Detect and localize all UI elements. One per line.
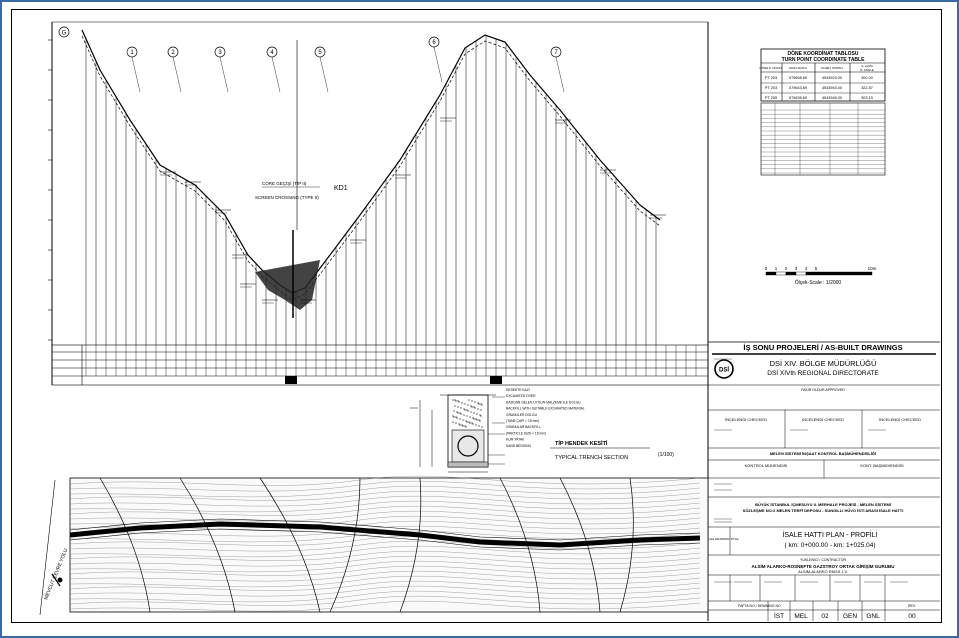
trench-legend-item: EXCAVATED OVER — [506, 394, 536, 398]
km-range: ( km: 0+000.00 - km: 1+025.04) — [784, 542, 875, 549]
dsi-directorate-en: DSİ XIVth REGIONAL DIRECTORATE — [767, 368, 879, 377]
station-circle-number: 7 — [554, 50, 558, 56]
trench-legend-item: (TANE ÇAPI < 15 mm) — [506, 419, 539, 423]
station-circle-number: 4 — [270, 50, 274, 56]
plan-road-label: MEVCUT ÇEVRE YOLU — [43, 548, 69, 601]
trench-legend-item: SAND BEDDING — [506, 444, 532, 448]
trench-drawing — [410, 394, 505, 473]
left-marker-label: G — [62, 31, 67, 37]
ground-line — [81, 29, 661, 294]
scale-tick-label: 2 — [785, 266, 788, 271]
drawing-no-3: 02 — [821, 613, 829, 620]
trench-title-tr: TİP HENDEK KESİTİ — [555, 440, 608, 447]
pipeline-route — [69, 521, 701, 548]
scale-label: Ölçek-Scale : 1/2000 — [795, 279, 842, 286]
coord-cell: 300.00 — [861, 76, 873, 80]
trench-legend-item: (PARTICLE SIZE < 15 mm) — [506, 431, 546, 435]
rev-label: REV. — [908, 604, 916, 608]
trench-legend-item: DESEKTE KAZI — [506, 388, 530, 392]
trench-title-en: TYPICAL TRENCH SECTION — [555, 455, 628, 461]
approved-label: FAKİR OLDUR APPROVED — [801, 387, 845, 392]
station-circle-number: 6 — [432, 40, 436, 46]
station-circle-number: 5 — [318, 50, 322, 56]
station-table — [760, 102, 886, 176]
trench-scale: (1/100) — [658, 452, 674, 458]
project-description-2: SÖZLEŞME NO:2 MELEN TERFİ DEPOSU - SUNGI… — [743, 508, 904, 513]
contractor-name-en: ALSIM-ALARKO RNGS J.V. — [798, 569, 848, 574]
drawing-no-2: MEL — [794, 613, 808, 620]
scale-bar: 0 1 2 3 4 5 10m Ölçek-Scale : 1/2000 — [765, 266, 877, 286]
trench-legend-item: KAZIDAN GELEN UYGUN MALZEME İLE DOLGU — [506, 399, 581, 404]
station-circle-number: 2 — [171, 50, 175, 56]
coord-cell: 4543923.00 — [822, 76, 842, 80]
drawing-title: İSALE HATTI PLAN - PROFİLİ — [782, 530, 877, 539]
trench-legend-item: BACKFILL WITH SUITABLE EXCAVATED MATERIA… — [506, 407, 585, 411]
control-engineer: KONTROL MÜHENDİSİ — [745, 463, 788, 468]
coord-cell: 579658.69 — [789, 76, 807, 80]
scale-tick-label: 3 — [795, 266, 798, 271]
station-circle-number: 3 — [218, 50, 222, 56]
drawing-no-5: GNL — [866, 613, 880, 620]
core-crossing-label: CORE GEÇİŞİ (TİP II) — [262, 180, 307, 186]
coord-header-angle-en: D. ANGLE — [860, 68, 874, 72]
coord-header-north: KUZEY NORTH — [821, 66, 842, 70]
dsi-logo: DSİ — [714, 359, 734, 379]
control-department: MELEN SİSTEMİ İNŞAAT KONTROL BAŞMÜHENDİS… — [770, 451, 876, 456]
north-arrow — [51, 573, 63, 587]
valley-crossing-detail — [255, 260, 320, 310]
turn-point-coordinate-table: DÖNE KOORDİNAT TABLOSU TURN POINT COORDI… — [760, 48, 886, 102]
station-circle-number: 1 — [130, 50, 134, 56]
coord-table-title-en: TURN POINT COORDINATE TABLE — [782, 57, 866, 63]
title-block — [707, 22, 940, 621]
drawing-no-label: PAFTA NO / DRAWING NO — [738, 604, 781, 608]
title-block-text: İŞ SONU PROJELERİ / AS-BUILT DRAWINGS DS… — [700, 343, 936, 620]
checked-label-3: İNCELENDİ CHECKED — [879, 417, 921, 422]
scale-tick-label: 5 — [815, 266, 818, 271]
coord-cell: PT 203 — [765, 76, 777, 80]
scale-tick-label: 0 — [765, 266, 768, 271]
pipe-line — [81, 35, 661, 301]
coord-header-point: DÖNE P. NOKTA — [760, 66, 783, 70]
coord-header-east: SAĞA DOĞU — [789, 65, 807, 70]
scale-tick-label: 1 — [775, 266, 778, 271]
checked-label-2: İNCELENDİ CHECKED — [802, 417, 844, 422]
drawing-no-1: İST — [774, 611, 784, 620]
chief-engineer: KONT. BAŞMÜHENDİSİ — [860, 463, 903, 468]
coord-cell: 303.15 — [861, 96, 873, 100]
trench-legend-item: GRANULAR BACKFILL — [506, 425, 541, 429]
scale-tick-label: 10m — [868, 266, 877, 271]
contractor-label: YÜKLENİCİ / CONTRACTOR — [800, 557, 846, 562]
checked-label-1: İNCELENDİ CHECKED — [725, 417, 767, 422]
plan-view: MEVCUT ÇEVRE YOLU — [39, 475, 709, 616]
coord-cell: PT 205 — [765, 96, 777, 100]
coord-cell: PT 203 — [765, 86, 777, 90]
dsi-logo-text: DSİ — [719, 367, 729, 374]
trench-legend-item: GRANÜLER DOLGU — [506, 413, 538, 417]
scale-tick-label: 4 — [805, 266, 808, 271]
coord-cell: 579636.69 — [789, 96, 807, 100]
dsi-directorate-tr: DSİ XIV. BÖLGE MÜDÜRLÜĞÜ — [770, 359, 877, 368]
contractor-name: ALSİM ALARKO-ROSNEFTE GAZSTROY ORTAK GİR… — [752, 563, 895, 569]
longitudinal-profile: CORE GEÇİŞİ (TİP II) KD1 SCREEN CROSSING… — [48, 21, 709, 386]
coord-cell: 579643.69 — [789, 86, 807, 90]
as-built-title: İŞ SONU PROJELERİ / AS-BUILT DRAWINGS — [743, 343, 902, 352]
plan-label: PAFTA ADI DRAWING TITLE — [700, 537, 739, 541]
drawing-no-4: GEN — [843, 613, 857, 620]
cp-label: KD1 — [334, 185, 348, 192]
revision-number: 00 — [908, 613, 916, 620]
coord-table-title-tr: DÖNE KOORDİNAT TABLOSU — [788, 50, 859, 57]
coord-cell: 4543943.00 — [822, 86, 842, 90]
screen-crossing-label: SCREEN CROSSING (TYPE II) — [255, 195, 319, 200]
coord-header-angle: S. AÇISI — [861, 64, 873, 68]
coord-cell: 322.87 — [861, 86, 873, 90]
project-description-1: BÜYÜK İSTANBUL İÇMESUYU II. MERHALE PROJ… — [755, 502, 891, 507]
profile-data-band — [51, 344, 709, 386]
trench-legend-item: KUM YATAK — [506, 438, 525, 442]
coord-cell: 4543945.00 — [822, 96, 842, 100]
